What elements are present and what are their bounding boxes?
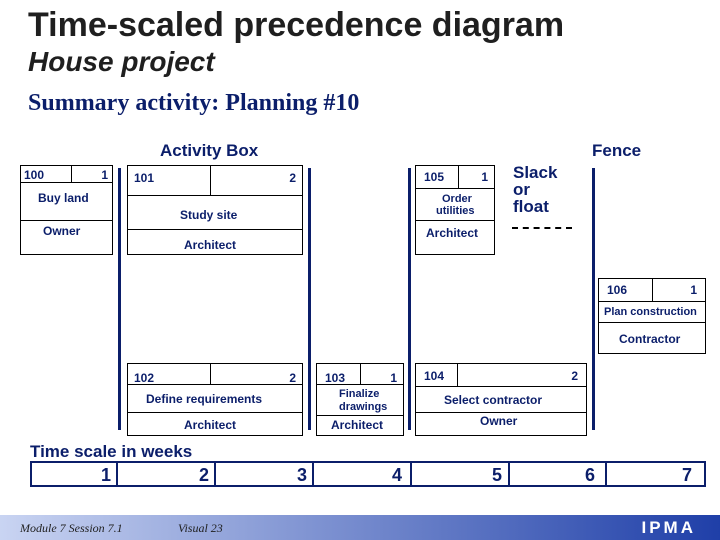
fence-week-3 — [308, 168, 311, 430]
time-scale-tick — [116, 461, 118, 487]
week-label: 6 — [585, 465, 596, 485]
page-title: Time-scaled precedence diagram — [28, 6, 565, 44]
time-scale-tick — [214, 461, 216, 487]
divider — [128, 195, 302, 196]
activity-duration: 1 — [481, 170, 488, 184]
divider — [360, 364, 361, 384]
activity-resource: Architect — [184, 418, 237, 432]
divider — [317, 415, 403, 416]
divider — [210, 166, 211, 195]
divider — [652, 279, 653, 301]
fence-week-6 — [592, 168, 595, 430]
activity-duration: 2 — [289, 171, 296, 185]
activity-duration: 2 — [289, 371, 296, 385]
activity-id: 106 — [607, 283, 628, 297]
activity-name: Select contractor — [444, 393, 543, 407]
footer-bar: Module 7 Session 7.1 Visual 23 IPMA — [0, 515, 720, 540]
divider — [71, 166, 72, 182]
activity-id: 105 — [424, 170, 445, 184]
activity-resource: Owner — [43, 224, 81, 238]
divider — [599, 322, 705, 323]
activity-duration: 2 — [571, 369, 578, 383]
divider — [457, 364, 458, 386]
activity-duration: 1 — [101, 168, 108, 182]
divider — [416, 412, 586, 413]
fence-week-4 — [408, 168, 411, 430]
activity-duration: 1 — [390, 371, 397, 385]
slack-text: float — [513, 197, 549, 216]
slack-dashed-line — [512, 227, 572, 229]
activity-box-label: Activity Box — [160, 141, 259, 160]
time-scale-tick — [605, 461, 607, 487]
activity-id: 100 — [24, 168, 45, 182]
time-scale-label: Time scale in weeks — [30, 442, 193, 461]
divider — [128, 229, 302, 230]
activity-id: 104 — [424, 369, 445, 383]
slack-text: or — [513, 180, 530, 199]
time-scale-tick — [410, 461, 412, 487]
activity-name: utilities — [436, 205, 475, 217]
week-label: 7 — [682, 465, 693, 485]
divider — [416, 220, 494, 221]
activity-name: Buy land — [38, 191, 89, 205]
activity-resource: Architect — [426, 226, 479, 240]
slack-label: Slack or float — [513, 164, 557, 215]
ipma-logo: IPMA — [641, 518, 696, 537]
divider — [128, 412, 302, 413]
time-scale-bar — [30, 461, 706, 487]
activity-id: 103 — [325, 371, 346, 385]
activity-resource: Architect — [184, 238, 237, 252]
time-scale-tick — [312, 461, 314, 487]
divider — [210, 364, 211, 384]
activity-box-105: 105 1 Order utilities Architect — [415, 165, 495, 255]
footer-visual: Visual 23 — [178, 521, 223, 535]
activity-box-101: 101 2 Study site Architect — [127, 165, 303, 255]
activity-id: 101 — [134, 171, 155, 185]
activity-name: Finalize — [339, 388, 380, 400]
activity-name: Study site — [180, 208, 238, 222]
activity-box-100: 100 1 Buy land Owner — [20, 165, 113, 255]
activity-resource: Contractor — [619, 332, 681, 346]
divider — [416, 188, 494, 189]
week-label: 3 — [297, 465, 308, 485]
activity-name: drawings — [339, 401, 388, 413]
fence-label: Fence — [592, 141, 642, 160]
activity-box-104: 104 2 Select contractor Owner — [415, 363, 587, 436]
divider — [21, 220, 112, 221]
footer-module: Module 7 Session 7.1 — [20, 521, 123, 535]
activity-box-103: 103 1 Finalize drawings Architect — [316, 363, 404, 436]
week-label: 2 — [199, 465, 210, 485]
fence-week-1 — [118, 168, 121, 430]
activity-name: Plan construction — [604, 306, 697, 318]
slack-text: Slack — [513, 163, 558, 182]
week-label: 4 — [392, 465, 403, 485]
activity-resource: Architect — [331, 418, 384, 432]
week-label: 5 — [492, 465, 503, 485]
week-label: 1 — [101, 465, 112, 485]
divider — [416, 386, 586, 387]
activity-name: Order — [442, 193, 472, 205]
activity-resource: Owner — [480, 414, 518, 428]
divider — [458, 166, 459, 188]
page-subtitle: House project — [28, 46, 215, 77]
divider — [317, 384, 403, 385]
activity-box-102: 102 2 Define requirements Architect — [127, 363, 303, 436]
activity-id: 102 — [134, 371, 155, 385]
summary-heading: Summary activity: Planning #10 — [28, 90, 360, 116]
time-scale-tick — [508, 461, 510, 487]
divider — [21, 182, 112, 183]
activity-duration: 1 — [690, 283, 697, 297]
activity-name: Define requirements — [146, 392, 263, 406]
divider — [128, 384, 302, 385]
divider — [599, 301, 705, 302]
